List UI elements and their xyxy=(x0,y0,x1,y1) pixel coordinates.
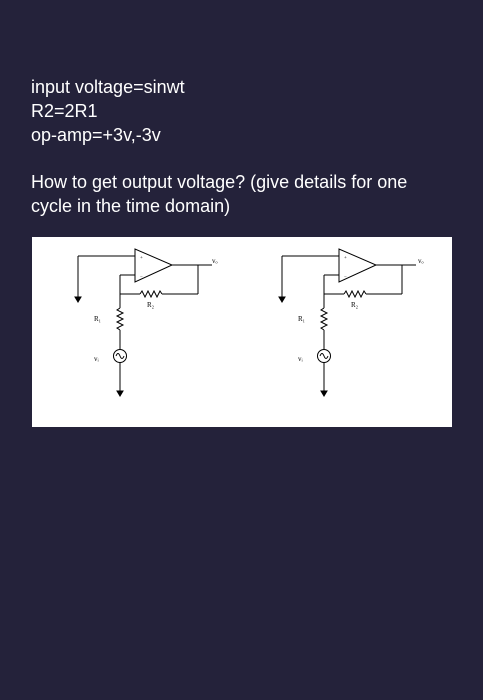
r2-label: R₂ xyxy=(147,301,155,309)
ground-arrow-bottom xyxy=(116,390,124,397)
inverting-sign: − xyxy=(140,275,143,280)
vi-label: vᵢ xyxy=(94,355,100,363)
resistor-r2 xyxy=(343,289,367,299)
circuit-1-labels: + − vₒ R₂ R₁ vᵢ xyxy=(94,256,218,363)
resistor-r2 xyxy=(139,289,163,299)
non-inverting-sign: + xyxy=(140,256,143,261)
question-text: input voltage=sinwt R2=2R1 op-amp=+3v,-3… xyxy=(31,75,471,218)
sine-wave-icon xyxy=(115,353,125,359)
circuit-2-labels: + − vₒ R₂ R₁ vᵢ xyxy=(298,256,424,363)
inverting-sign: − xyxy=(344,275,347,280)
question-prompt: How to get output voltage? (give details… xyxy=(31,172,408,216)
circuit-figure: + − vₒ R₂ R₁ vᵢ xyxy=(32,237,452,427)
vo-label: vₒ xyxy=(418,257,424,265)
paragraph-gap xyxy=(31,147,471,170)
ground-arrow-bottom xyxy=(320,390,328,397)
op-amp-triangle xyxy=(134,248,174,283)
resistor-r1 xyxy=(115,307,125,331)
sine-wave-icon xyxy=(319,353,329,359)
circuit-2 xyxy=(278,248,416,397)
circuit-1 xyxy=(74,248,212,397)
vo-label: vₒ xyxy=(212,257,218,265)
vi-label: vᵢ xyxy=(298,355,304,363)
non-inverting-sign: + xyxy=(344,256,347,261)
input-voltage-line: input voltage=sinwt xyxy=(31,77,185,97)
ground-arrow xyxy=(278,296,286,303)
op-amp-triangle xyxy=(338,248,378,283)
r2-label: R₂ xyxy=(351,301,359,309)
circuit-diagrams: + − vₒ R₂ R₁ vᵢ xyxy=(74,248,424,397)
resistor-ratio-line: R2=2R1 xyxy=(31,101,98,121)
op-amp-rails-line: op-amp=+3v,-3v xyxy=(31,125,161,145)
r1-label: R₁ xyxy=(94,315,101,323)
r1-label: R₁ xyxy=(298,315,305,323)
ground-arrow xyxy=(74,296,82,303)
resistor-r1 xyxy=(319,307,329,331)
